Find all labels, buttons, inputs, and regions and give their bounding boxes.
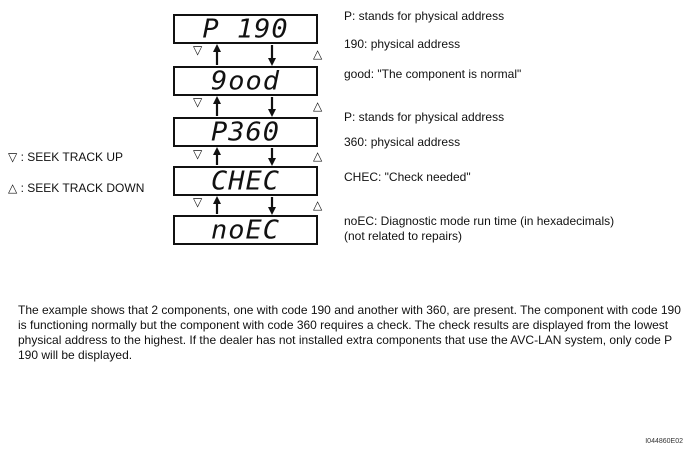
note-physical-360: 360: physical address — [344, 135, 461, 149]
image-id-label: I044860E02 — [645, 438, 683, 445]
display-box-p360: P360 — [173, 117, 318, 147]
legend-up-symbol: ▽ — [8, 150, 18, 164]
display-text-p190: P 190 — [202, 14, 289, 44]
display-text-noec: noEC — [210, 215, 281, 245]
display-box-good: 9ood — [173, 66, 318, 96]
description-paragraph: The example shows that 2 components, one… — [18, 303, 681, 362]
seek-up-triangle-2: ▽ — [193, 95, 203, 109]
seek-down-triangle-4: △ — [313, 198, 323, 212]
seek-down-triangle-3: △ — [313, 149, 323, 163]
legend-up-label: : SEEK TRACK UP — [20, 150, 124, 164]
legend-seek-down: △ : SEEK TRACK DOWN — [8, 181, 144, 195]
display-box-p190: P 190 — [173, 14, 318, 44]
seek-up-triangle-3: ▽ — [193, 147, 203, 161]
display-box-noec: noEC — [173, 215, 318, 245]
note-p-physical-1: P: stands for physical address — [344, 9, 505, 23]
note-p-physical-2: P: stands for physical address — [344, 110, 505, 124]
note-good: good: "The component is normal" — [344, 67, 522, 81]
display-text-good: 9ood — [210, 66, 281, 96]
note-noec-line1: noEC: Diagnostic mode run time (in hexad… — [344, 214, 615, 228]
legend-down-symbol: △ — [8, 181, 18, 195]
note-chec: CHEC: "Check needed" — [344, 170, 471, 184]
legend-down-label: : SEEK TRACK DOWN — [20, 181, 145, 195]
note-physical-190: 190: physical address — [344, 37, 461, 51]
seek-up-triangle-1: ▽ — [193, 43, 203, 57]
note-noec-line2: (not related to repairs) — [344, 229, 463, 243]
display-box-chec: CHEC — [173, 166, 318, 196]
seek-up-triangle-4: ▽ — [193, 195, 203, 209]
legend-seek-up: ▽ : SEEK TRACK UP — [8, 150, 123, 164]
seek-down-triangle-2: △ — [313, 99, 323, 113]
display-text-p360: P360 — [210, 117, 281, 147]
seek-down-triangle-1: △ — [313, 47, 323, 61]
display-text-chec: CHEC — [210, 166, 281, 196]
